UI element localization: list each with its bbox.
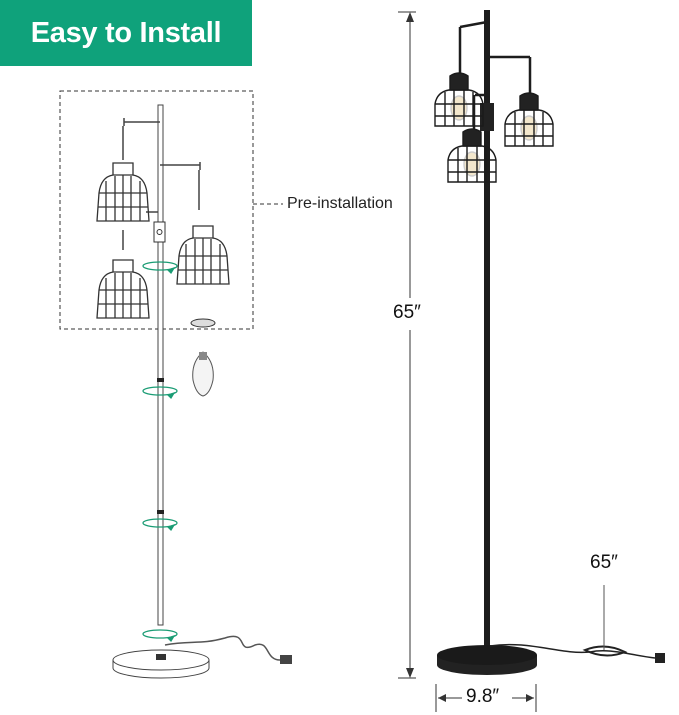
plug-icon bbox=[280, 655, 292, 664]
plug-icon bbox=[655, 653, 665, 663]
bulb-icon bbox=[192, 351, 214, 397]
cage-shade-3 bbox=[176, 225, 230, 285]
power-cord bbox=[164, 635, 281, 661]
pre-installation-label: Pre-installation bbox=[287, 195, 393, 212]
lamp-arms bbox=[458, 20, 532, 135]
pole-segments bbox=[157, 104, 164, 626]
lamp-arms bbox=[122, 118, 201, 250]
easy-to-install-banner: Easy to Install bbox=[0, 0, 252, 66]
cage-shade-2 bbox=[96, 259, 150, 319]
exploded-lamp-diagram bbox=[59, 90, 292, 679]
rotate-arrow-icon bbox=[142, 629, 178, 642]
cage-shade-1 bbox=[434, 72, 484, 127]
cage-shade-1 bbox=[96, 162, 150, 222]
cord-length-label: 65″ bbox=[590, 552, 618, 573]
switch-icon bbox=[480, 103, 494, 131]
ring-part-icon bbox=[190, 318, 216, 328]
height-label: 65″ bbox=[393, 302, 421, 323]
pre-installation-box bbox=[59, 90, 254, 330]
assembled-lamp bbox=[398, 10, 665, 712]
lamp-pole bbox=[484, 10, 490, 660]
base-width-label: 9.8″ bbox=[466, 686, 500, 707]
switch-icon bbox=[153, 221, 166, 243]
cage-shade-2 bbox=[504, 92, 554, 147]
banner-title: Easy to Install bbox=[30, 16, 222, 49]
